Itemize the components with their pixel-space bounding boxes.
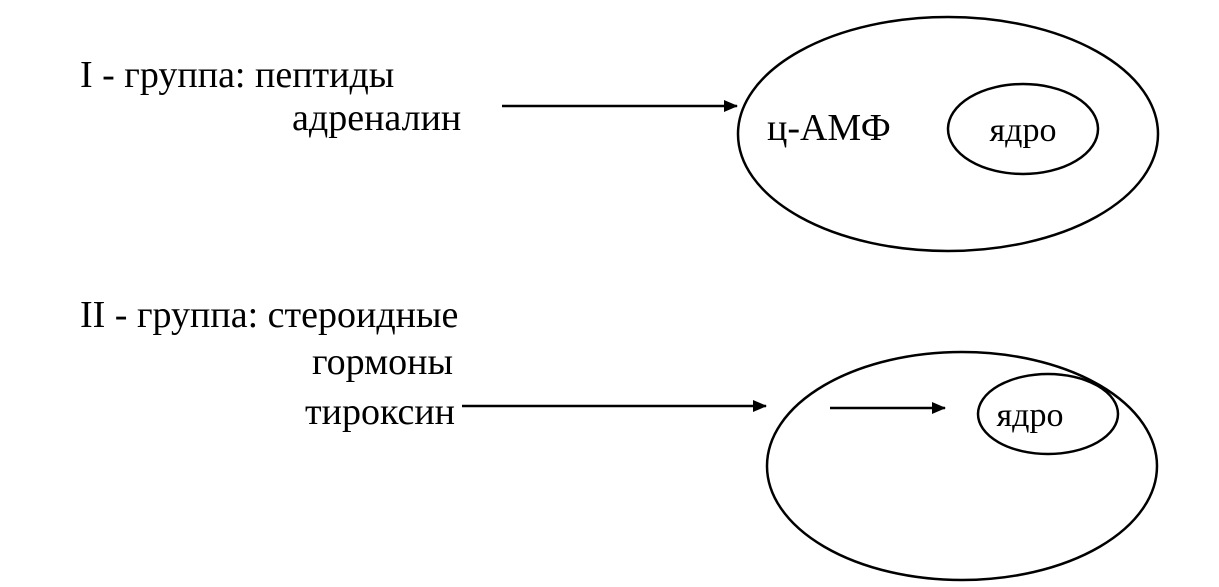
group2: II - группа: стероидные гормоны тироксин…: [80, 294, 1159, 582]
group2-item-thyroxine: тироксин: [305, 391, 455, 433]
group2-item-hormones: гормоны: [312, 341, 453, 383]
group2-nucleus-ellipse: [976, 372, 1120, 456]
group1-nucleus-label: ядро: [990, 112, 1057, 149]
group1: I - группа: пептиды адреналин ц-АМФ ядро: [80, 15, 1160, 253]
group1-item-adrenaline: адреналин: [292, 97, 461, 139]
group2-title: II - группа: стероидные: [80, 294, 458, 336]
group1-nucleus-ellipse: [946, 82, 1100, 176]
group1-cell-ellipse: [736, 15, 1160, 253]
group2-nucleus-label: ядро: [997, 397, 1064, 434]
group1-title: I - группа: пептиды: [80, 54, 394, 96]
group1-camp-label: ц-АМФ: [767, 107, 891, 149]
group2-cell-ellipse: [765, 350, 1159, 582]
